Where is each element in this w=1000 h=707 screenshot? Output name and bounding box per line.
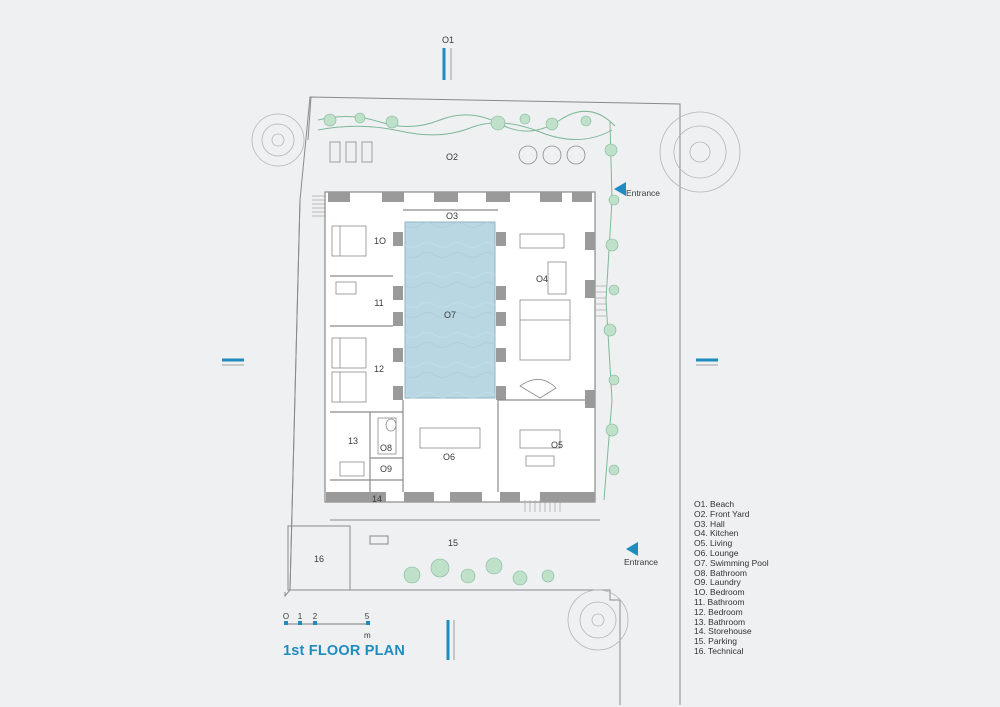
entrance-label-top: Entrance: [626, 188, 660, 198]
front-yard-furniture: [329, 141, 586, 165]
pool-water-texture: [405, 222, 495, 398]
room-label-bedroom-12: 12: [374, 364, 384, 374]
north-marker: O1: [442, 35, 454, 80]
legend-item: O3. Hall: [694, 518, 725, 529]
scale-tick-5: 5: [365, 612, 370, 621]
legend-item: 11. Bathroom: [694, 596, 745, 607]
scale-tick-0: O: [283, 612, 289, 621]
legend-item: 12. Bedroom: [694, 606, 743, 617]
entrance-arrow-top: [614, 182, 626, 196]
room-label-laundry: O9: [380, 464, 392, 474]
bedroom-furniture: [331, 225, 367, 403]
room-labels: O2 O3 O4 O5 O6 O7 O8 O9 1O 11 12 13 14 1…: [314, 152, 563, 564]
legend-item: O6. Lounge: [694, 547, 739, 558]
bathroom-fixtures: [335, 281, 397, 477]
legend-item: O5. Living: [694, 538, 733, 549]
legend-item: 16. Technical: [694, 645, 744, 656]
tree-top-right: [659, 111, 741, 193]
beach-marker-label: O1: [442, 35, 454, 45]
legend-item: 13. Bathroom: [694, 616, 746, 627]
room-label-front-yard: O2: [446, 152, 458, 162]
stairs-bottom: [524, 500, 561, 512]
top-planting-leaves: [323, 112, 620, 476]
plan-title: 1st FLOOR PLAN: [283, 643, 406, 659]
section-marker-bottom: [446, 620, 455, 660]
parking-planting: [403, 557, 555, 586]
room-label-hall: O3: [446, 211, 458, 221]
legend-item: O7. Swimming Pool: [694, 557, 769, 568]
kitchen-furniture: [519, 233, 571, 399]
tree-bottom: [567, 589, 629, 651]
room-label-lounge: O6: [443, 452, 455, 462]
parking-area: [287, 519, 600, 591]
tree-top-left: [251, 113, 305, 167]
scale-tick-1: 1: [298, 612, 303, 621]
entrance-label-bottom: Entrance: [624, 557, 658, 567]
entrance-arrow-bottom: [626, 542, 638, 556]
legend-item: 14. Storehouse: [694, 626, 752, 637]
legend-item: O4. Kitchen: [694, 528, 739, 539]
room-label-pool: O7: [444, 310, 456, 320]
room-label-bathroom-13: 13: [348, 436, 358, 446]
room-legend: O1. Beach O2. Front Yard O3. Hall O4. Ki…: [694, 499, 769, 657]
legend-item: O2. Front Yard: [694, 508, 750, 519]
legend-item: 15. Parking: [694, 636, 737, 647]
stairs-left: [312, 195, 326, 217]
room-label-bedroom-10: 1O: [374, 236, 386, 246]
legend-item: O8. Bathroom: [694, 567, 747, 578]
legend-item: O1. Beach: [694, 499, 735, 509]
living-furniture: [419, 427, 561, 467]
room-label-bathroom-11: 11: [374, 298, 383, 308]
section-marker-left: [222, 358, 244, 366]
scale-unit: m: [364, 631, 371, 640]
legend-item: 1O. Bedroom: [694, 587, 745, 598]
room-label-living: O5: [551, 440, 563, 450]
legend-item: O9. Laundry: [694, 577, 741, 588]
scale-tick-2: 2: [313, 612, 318, 621]
room-label-storehouse: 14: [372, 494, 382, 504]
room-label-bathroom-o8: O8: [380, 443, 392, 453]
stairs-right: [596, 285, 606, 317]
scale-bar: O 1 2 5 m: [283, 612, 371, 640]
room-label-parking: 15: [448, 538, 458, 548]
section-marker-right: [696, 358, 718, 366]
room-label-kitchen: O4: [536, 274, 548, 284]
room-label-technical: 16: [314, 554, 324, 564]
